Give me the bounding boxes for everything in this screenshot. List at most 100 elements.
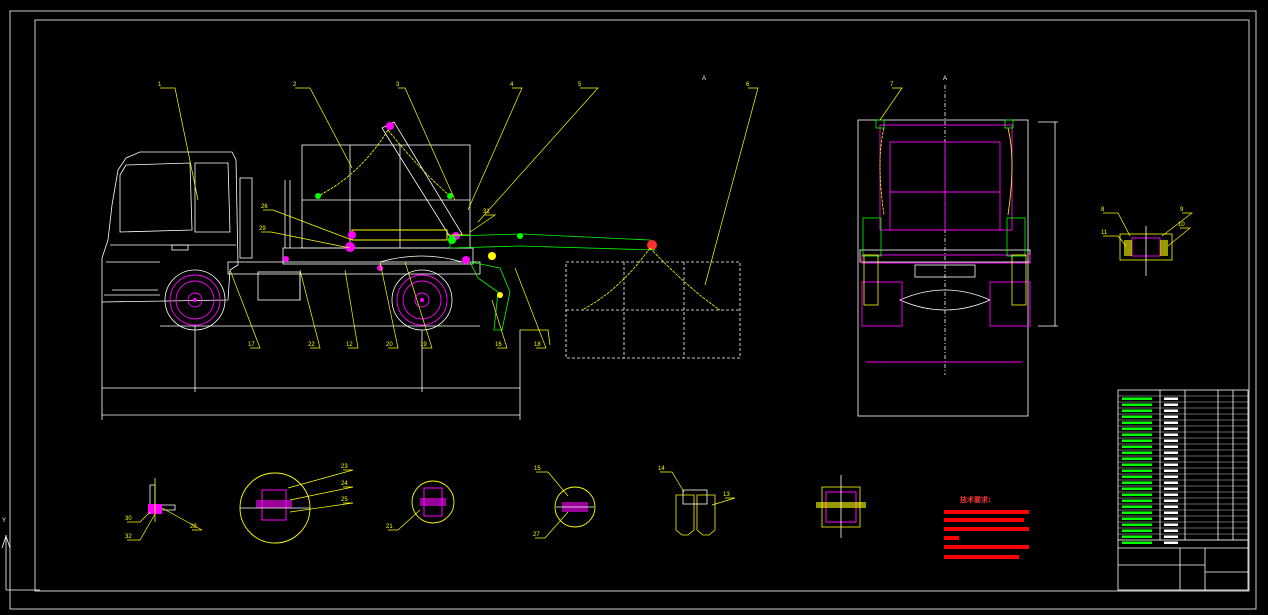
balloon-28: 28 xyxy=(190,524,197,530)
leader-line-13 xyxy=(711,497,736,506)
parts-list-code-mark xyxy=(1122,457,1152,460)
parts-list-code-mark xyxy=(1122,469,1152,472)
parts-list-name-mark xyxy=(1164,403,1178,406)
parts-list-name-mark xyxy=(1164,451,1178,454)
balloon-23: 23 xyxy=(341,464,348,470)
leader-line-31 xyxy=(469,214,497,233)
leader-line-20 xyxy=(379,261,399,349)
leader-line-5 xyxy=(477,87,599,223)
parts-list-code-mark xyxy=(1122,529,1152,532)
section-a-marker-top: A xyxy=(702,76,706,82)
leader-line-32 xyxy=(127,513,156,541)
parts-list-name-mark xyxy=(1164,445,1178,448)
ground-bin xyxy=(565,247,741,359)
parts-list-name-mark xyxy=(1164,427,1178,430)
parts-list-name-mark xyxy=(1164,457,1178,460)
leader-line-29 xyxy=(261,231,351,249)
balloon-29: 29 xyxy=(259,226,266,232)
parts-list-name-mark xyxy=(1164,535,1178,538)
balloon-24: 24 xyxy=(341,481,348,487)
outer-frame xyxy=(9,10,1257,610)
detail-a-pin xyxy=(1119,226,1173,276)
leader-line-3 xyxy=(398,87,456,201)
rear-view xyxy=(857,85,1058,417)
balloon-22: 22 xyxy=(308,342,315,348)
parts-list-code-mark xyxy=(1122,511,1152,514)
inner-frame xyxy=(34,19,1250,592)
parts-list-name-mark xyxy=(1164,499,1178,502)
lifting-arm xyxy=(381,121,463,241)
section-a-marker-side: A xyxy=(943,76,947,82)
hydraulic-cylinder xyxy=(351,229,448,241)
parts-list-code-mark xyxy=(1122,541,1152,544)
parts-list-code-mark xyxy=(1122,433,1152,436)
leader-line-25 xyxy=(289,502,354,513)
parts-list-code-mark xyxy=(1122,487,1152,490)
leader-line-18 xyxy=(514,267,547,349)
parts-list-code-mark xyxy=(1122,445,1152,448)
support-leg xyxy=(469,261,511,331)
leader-line-28 xyxy=(161,507,203,531)
parts-list-name-mark xyxy=(1164,463,1178,466)
parts-list-name-mark xyxy=(1164,409,1178,412)
parts-list-code-mark xyxy=(1122,463,1152,466)
technical-requirements: 技术要求: xyxy=(944,495,1029,559)
ucs-icon: Y xyxy=(1,518,40,591)
truck-side-view xyxy=(101,121,657,420)
parts-list-code-mark xyxy=(1122,397,1152,400)
parts-list-code-mark xyxy=(1122,409,1152,412)
parts-list-code-mark xyxy=(1122,523,1152,526)
balloon-26: 26 xyxy=(261,204,268,210)
leader-line-11 xyxy=(1103,235,1127,247)
parts-list-name-mark xyxy=(1164,469,1178,472)
parts-list-code-mark xyxy=(1122,535,1152,538)
parts-list-name-mark xyxy=(1164,421,1178,424)
parts-list-name-mark xyxy=(1164,505,1178,508)
parts-list-code-mark xyxy=(1122,403,1152,406)
balloon-10: 10 xyxy=(1178,222,1185,228)
truck-body-frame xyxy=(301,144,471,249)
parts-list-code-mark xyxy=(1122,451,1152,454)
ucs-y-label: Y xyxy=(2,518,6,524)
parts-list-name-mark xyxy=(1164,487,1178,490)
leader-line-8 xyxy=(1103,212,1131,237)
balloon-16: 16 xyxy=(495,342,502,348)
detail-angle xyxy=(148,478,176,522)
leader-line-12 xyxy=(344,269,359,349)
detail-bracket xyxy=(675,489,716,536)
leader-line-22 xyxy=(299,269,321,349)
balloon-31: 31 xyxy=(483,209,490,215)
balloon-11: 11 xyxy=(1101,230,1108,236)
balloon-17: 17 xyxy=(248,342,255,348)
parts-list-name-mark xyxy=(1164,517,1178,520)
parts-list-code-mark xyxy=(1122,475,1152,478)
rear-wheel xyxy=(391,269,453,331)
leader-line-21 xyxy=(388,509,421,531)
parts-list-name-mark xyxy=(1164,433,1178,436)
notes-title: 技术要求: xyxy=(960,495,991,504)
parts-list-code-mark xyxy=(1122,421,1152,424)
balloon-15: 15 xyxy=(534,466,541,472)
leader-line-7 xyxy=(879,87,903,121)
parts-list-code-mark xyxy=(1122,481,1152,484)
detail-circle-2 xyxy=(411,480,455,524)
balloon-12: 12 xyxy=(346,342,353,348)
parts-list-code-mark xyxy=(1122,499,1152,502)
detail-pin-joint xyxy=(816,475,866,538)
parts-list-name-mark xyxy=(1164,439,1178,442)
leader-line-26 xyxy=(263,209,353,241)
parts-list-name-mark xyxy=(1164,529,1178,532)
leader-line-2 xyxy=(295,87,353,169)
balloon-25: 25 xyxy=(341,497,348,503)
balloon-32: 32 xyxy=(125,534,132,540)
leader-line-14 xyxy=(660,471,685,493)
leader-line-24 xyxy=(289,486,354,501)
parts-list-name-mark xyxy=(1164,511,1178,514)
chassis-frame xyxy=(227,261,481,275)
leader-line-1 xyxy=(160,87,199,201)
balloon-13: 13 xyxy=(723,492,730,498)
balloon-21: 21 xyxy=(386,524,393,530)
balloon-leaders xyxy=(127,87,1194,541)
